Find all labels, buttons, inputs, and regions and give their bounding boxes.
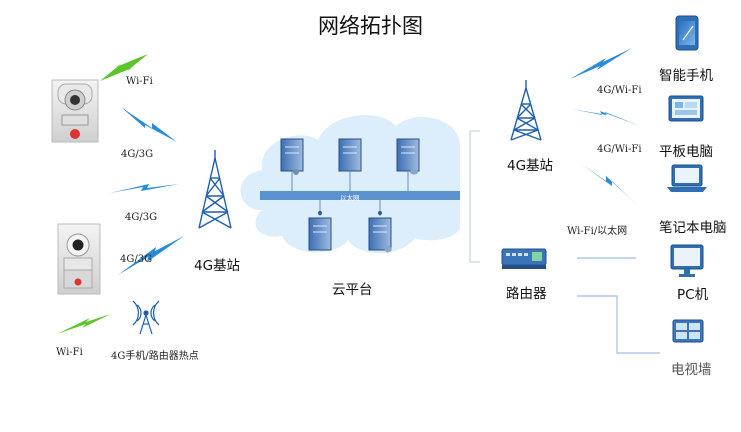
link-label-4g3g: 4G/3G bbox=[120, 254, 153, 265]
server-icon bbox=[368, 217, 392, 253]
dome-camera-icon bbox=[57, 223, 101, 295]
hotspot-tower-icon bbox=[132, 300, 160, 335]
cell-tower-icon bbox=[198, 150, 232, 229]
link-label-wifi: Wi-Fi bbox=[126, 76, 153, 87]
laptop-icon bbox=[667, 164, 707, 192]
link-label-wifi-ethernet: Wi-Fi/以太网 bbox=[567, 226, 628, 237]
tablet-icon bbox=[668, 95, 704, 122]
link-label-4g3g: 4G/3G bbox=[121, 149, 154, 160]
device-label-smartphone: 智能手机 bbox=[659, 68, 713, 84]
diagram-title: 网络拓扑图 bbox=[318, 14, 423, 38]
ethernet-backbone bbox=[260, 191, 460, 200]
device-label-laptop: 笔记本电脑 bbox=[659, 220, 727, 236]
device-label-video-wall: 电视墙 bbox=[671, 362, 712, 378]
pc-monitor-icon bbox=[670, 244, 704, 277]
cloud-platform-label: 云平台 bbox=[332, 282, 373, 298]
device-label-pc: PC机 bbox=[677, 287, 709, 303]
wifi-lightning-icon bbox=[100, 54, 148, 81]
4g-lightning-icon bbox=[121, 107, 177, 142]
4g-lightning-icon bbox=[580, 163, 636, 204]
link-label-4g-wifi: 4G/Wi-Fi bbox=[597, 144, 642, 155]
router-icon bbox=[501, 248, 547, 269]
left-tower-label: 4G基站 bbox=[194, 258, 241, 274]
link-label-wifi: Wi-Fi bbox=[56, 347, 83, 358]
4g-lightning-icon bbox=[570, 48, 632, 79]
right-tower-label: 4G基站 bbox=[507, 158, 554, 174]
device-label-tablet: 平板电脑 bbox=[659, 144, 713, 160]
server-icon bbox=[280, 138, 304, 175]
video-wall-icon bbox=[672, 319, 704, 343]
smartphone-icon bbox=[675, 15, 699, 51]
4g-lightning-icon bbox=[118, 236, 184, 275]
cell-tower-icon bbox=[510, 80, 542, 141]
server-icon bbox=[308, 217, 332, 251]
ptz-camera-icon bbox=[51, 79, 99, 143]
server-icon bbox=[338, 138, 362, 172]
server-icon bbox=[396, 138, 420, 175]
link-label-4g3g: 4G/3G bbox=[125, 212, 158, 223]
router-label: 路由器 bbox=[506, 286, 547, 302]
4g-lightning-icon bbox=[110, 184, 179, 193]
hotspot-label: 4G手机/路由器热点 bbox=[111, 351, 199, 362]
link-label-4g-wifi: 4G/Wi-Fi bbox=[597, 85, 642, 96]
wifi-lightning-icon bbox=[57, 314, 111, 334]
4g-lightning-icon bbox=[572, 109, 640, 126]
ethernet-label: 以太网 bbox=[340, 194, 360, 202]
